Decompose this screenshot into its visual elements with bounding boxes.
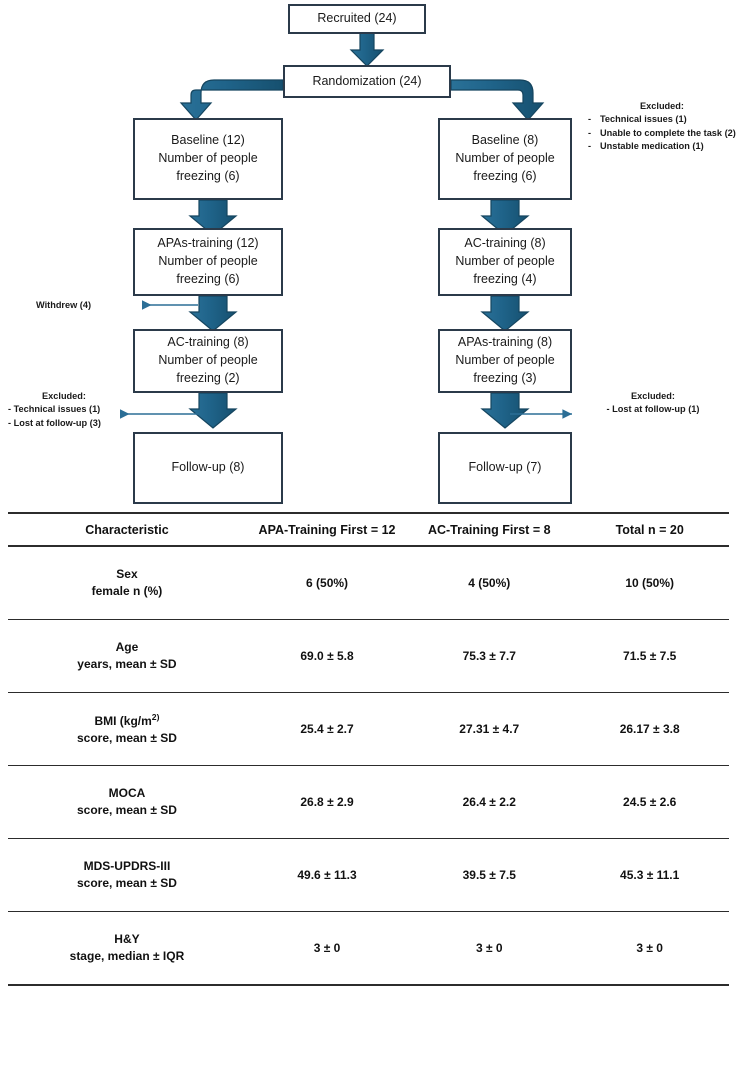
cell-hy-total: 3 ± 0 [570, 911, 729, 986]
col-header-apa-training-first: APA-Training First = 12 [245, 512, 409, 547]
box-left-baseline-line1: Baseline (12) [171, 133, 245, 148]
study-flow-diagram: Recruited (24) Randomization (24) Baseli… [0, 0, 737, 512]
arrow-left-ac-to-followup [188, 392, 238, 429]
row-label-mds-updrs-iii: MDS-UPDRS-III score, mean ± SD [8, 838, 246, 912]
box-right-baseline-line1: Baseline (8) [471, 133, 539, 148]
box-left-ac-line3: freezing (2) [176, 370, 240, 385]
box-right-apas-line2: Number of people [455, 353, 555, 368]
table-header: Characteristic APA-Training First = 12 A… [8, 512, 729, 547]
note-excluded-right: Excluded: - Lost at follow-up (1) [578, 390, 728, 417]
arrow-right-baseline-to-ac [480, 199, 530, 236]
flow-connectors [119, 32, 572, 429]
cell-bmi-ac: 27.31 ± 4.7 [408, 692, 571, 766]
note-excluded-right-title: Excluded: [631, 391, 675, 401]
box-right-ac-line3: freezing (4) [473, 271, 537, 286]
cell-mds-total: 45.3 ± 11.1 [570, 838, 729, 912]
arrow-randomization-to-right [450, 79, 545, 121]
box-recruited: Recruited (24) [288, 4, 426, 34]
table-row: H&Y stage, median ± IQR 3 ± 0 3 ± 0 3 ± … [8, 911, 729, 986]
col-header-total: Total n = 20 [570, 512, 729, 547]
row-label-sex: Sex female n (%) [8, 546, 246, 620]
table-body: Sex female n (%) 6 (50%) 4 (50%) 10 (50%… [8, 546, 729, 986]
box-left-apas-line1: APAs-training (12) [157, 236, 259, 251]
box-right-followup-label: Follow-up (7) [468, 460, 542, 475]
note-excluded-top-right-item: -Technical issues (1) [588, 113, 736, 126]
note-excluded-left-item: - Lost at follow-up (3) [8, 417, 101, 428]
box-left-apas-line2: Number of people [158, 254, 258, 269]
cell-moca-total: 24.5 ± 2.6 [570, 765, 729, 839]
box-left-ac-line1: AC-training (8) [167, 335, 249, 350]
box-right-baseline-line2: Number of people [455, 151, 555, 166]
note-excluded-left-title: Excluded: [42, 391, 86, 401]
table-header-row: Characteristic APA-Training First = 12 A… [8, 512, 729, 547]
cell-moca-ac: 26.4 ± 2.2 [408, 765, 571, 839]
box-right-ac-training: AC-training (8) Number of people freezin… [438, 228, 572, 296]
table-row: Sex female n (%) 6 (50%) 4 (50%) 10 (50%… [8, 546, 729, 620]
arrow-right-ac-to-apas [480, 295, 530, 332]
box-left-baseline: Baseline (12) Number of people freezing … [133, 118, 283, 200]
cell-bmi-apa: 25.4 ± 2.7 [245, 692, 409, 766]
bullet-dash-icon: - [588, 141, 592, 152]
box-left-baseline-line2: Number of people [158, 151, 258, 166]
arrow-right-apas-to-followup [480, 392, 530, 429]
cell-mds-ac: 39.5 ± 7.5 [408, 838, 571, 912]
box-left-followup-label: Follow-up (8) [171, 460, 245, 475]
arrow-left-baseline-to-apas [188, 199, 238, 236]
note-excluded-left: Excluded: - Technical issues (1) - Lost … [8, 390, 120, 430]
box-right-ac-line2: Number of people [455, 254, 555, 269]
table-row: Age years, mean ± SD 69.0 ± 5.8 75.3 ± 7… [8, 619, 729, 693]
row-label-moca: MOCA score, mean ± SD [8, 765, 246, 839]
row-label-bmi: BMI (kg/m2) score, mean ± SD [8, 692, 246, 766]
box-right-apas-line3: freezing (3) [473, 370, 537, 385]
arrow-left-apas-to-ac [188, 295, 238, 332]
cell-bmi-total: 26.17 ± 3.8 [570, 692, 729, 766]
box-left-apas-training: APAs-training (12) Number of people free… [133, 228, 283, 296]
box-right-baseline-line3: freezing (6) [473, 168, 537, 183]
note-excluded-top-right-item: -Unstable medication (1) [588, 140, 736, 153]
box-randomization: Randomization (24) [283, 65, 451, 98]
note-excluded-left-item: - Technical issues (1) [8, 404, 101, 415]
box-right-apas-training: APAs-training (8) Number of people freez… [438, 329, 572, 393]
bullet-dash-icon: - [588, 114, 592, 125]
box-left-apas-line3: freezing (6) [176, 271, 240, 286]
cell-hy-apa: 3 ± 0 [245, 911, 409, 986]
table-row: MDS-UPDRS-III score, mean ± SD 49.6 ± 11… [8, 838, 729, 912]
note-withdrew-left: Withdrew (4) [36, 299, 140, 312]
note-excluded-right-item: - Lost at follow-up (1) [606, 404, 700, 415]
arrow-randomization-to-left [179, 79, 284, 121]
box-right-apas-line1: APAs-training (8) [457, 335, 553, 350]
cell-sex-apa: 6 (50%) [245, 546, 409, 620]
box-randomization-label: Randomization (24) [312, 73, 422, 88]
box-right-ac-line1: AC-training (8) [464, 236, 546, 251]
cell-age-ac: 75.3 ± 7.7 [408, 619, 571, 693]
note-excluded-top-right-item: -Unable to complete the task (2) [588, 127, 736, 140]
arrow-recruited-to-randomization [349, 32, 385, 67]
cell-hy-ac: 3 ± 0 [408, 911, 571, 986]
cell-age-apa: 69.0 ± 5.8 [245, 619, 409, 693]
box-left-followup: Follow-up (8) [133, 432, 283, 504]
box-left-ac-training: AC-training (8) Number of people freezin… [133, 329, 283, 393]
cell-mds-apa: 49.6 ± 11.3 [245, 838, 409, 912]
box-left-ac-line2: Number of people [158, 353, 258, 368]
row-label-age: Age years, mean ± SD [8, 619, 246, 693]
box-right-followup: Follow-up (7) [438, 432, 572, 504]
box-recruited-label: Recruited (24) [317, 11, 397, 26]
box-right-baseline: Baseline (8) Number of people freezing (… [438, 118, 572, 200]
note-excluded-top-right-title: Excluded: [640, 101, 684, 111]
row-label-hy: H&Y stage, median ± IQR [8, 911, 246, 986]
bmi-superscript: 2) [151, 711, 160, 722]
cell-age-total: 71.5 ± 7.5 [570, 619, 729, 693]
box-left-baseline-line3: freezing (6) [176, 168, 240, 183]
cell-sex-ac: 4 (50%) [408, 546, 571, 620]
col-header-characteristic: Characteristic [8, 512, 246, 547]
table-row: MOCA score, mean ± SD 26.8 ± 2.9 26.4 ± … [8, 765, 729, 839]
table-row: BMI (kg/m2) score, mean ± SD 25.4 ± 2.7 … [8, 692, 729, 766]
col-header-ac-training-first: AC-Training First = 8 [408, 512, 571, 547]
cell-moca-apa: 26.8 ± 2.9 [245, 765, 409, 839]
note-excluded-top-right: Excluded: -Technical issues (1) -Unable … [588, 100, 736, 153]
participant-characteristics-table: Characteristic APA-Training First = 12 A… [8, 512, 729, 986]
bullet-dash-icon: - [588, 127, 592, 138]
note-withdrew-left-label: Withdrew (4) [36, 300, 92, 310]
cell-sex-total: 10 (50%) [570, 546, 729, 620]
